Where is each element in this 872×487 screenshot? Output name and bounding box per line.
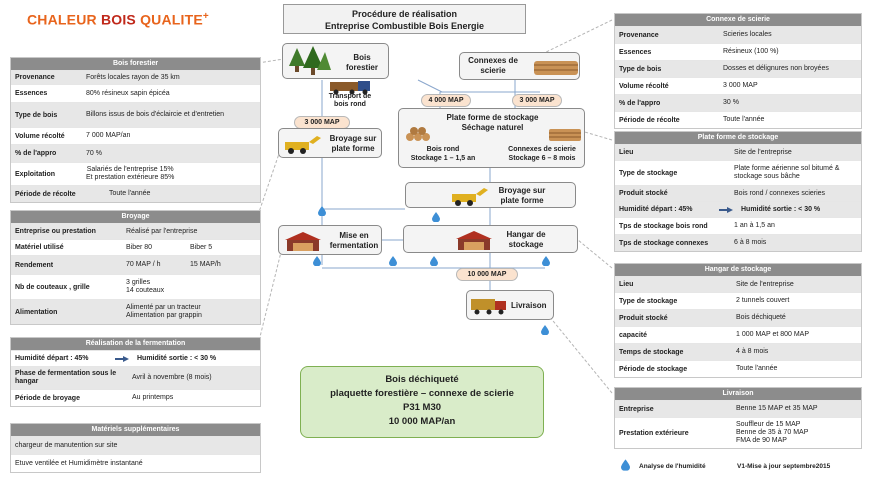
table-row: chargeur de manutention sur site [11, 436, 260, 454]
procedure-header: Procédure de réalisation Entreprise Comb… [283, 4, 526, 34]
node-fermentation: Mise en fermentation [278, 225, 382, 255]
humidity-row: Humidité départ : 45% Humidité sortie : … [11, 350, 260, 366]
badge-4000: 4 000 MAP [421, 94, 471, 107]
barn-icon [285, 232, 321, 251]
badge-3000-right: 3 000 MAP [512, 94, 562, 107]
wood-pile-icon [534, 61, 578, 75]
company-logo: CHALEUR BOIS QUALITE+ [27, 11, 209, 28]
humidity-drop-icon [318, 206, 326, 216]
arrow-right-icon [719, 206, 733, 213]
table-title: Réalisation de la fermentation [11, 338, 260, 350]
humidity-drop-icon [313, 256, 321, 266]
table-title: Livraison [615, 388, 861, 400]
humidity-drop-icon [542, 256, 550, 266]
label-transport: Transport de bois rond [328, 93, 372, 108]
node-plateforme: Plate forme de stockage Séchage naturel … [398, 108, 585, 168]
table-title: Matériels supplémentaires [11, 424, 260, 436]
table-row: Etuve ventilée et Humidimètre instantané [11, 454, 260, 472]
table-materiels: Matériels supplémentaires chargeur de ma… [10, 423, 261, 473]
table-fermentation: Réalisation de la fermentation Humidité … [10, 337, 261, 407]
node-broyage-center: Broyage sur plate forme [405, 182, 576, 208]
node-broyage-left: Broyage sur plate forme [278, 128, 382, 158]
node-hangar: Hangar de stockage [403, 225, 578, 253]
humidity-drop-icon [541, 325, 549, 335]
node-bois-forestier: Bois forestier [282, 43, 389, 79]
barn-icon [456, 231, 492, 250]
legend-analyse: Analyse de l'humidité [639, 463, 706, 470]
table-title: Connexe de scierie [615, 14, 861, 26]
humidity-drop-icon [389, 256, 397, 266]
arrow-right-icon [115, 355, 129, 362]
badge-10000: 10 000 MAP [456, 268, 518, 281]
log-pile-icon [406, 127, 430, 141]
table-title: Broyage [11, 211, 260, 223]
legend-drop-icon [621, 459, 630, 471]
table-title: Plate forme de stockage [615, 132, 861, 144]
table-title: Hangar de stockage [615, 264, 861, 276]
trees-icon [289, 46, 331, 75]
version-label: V1-Mise à jour septembre2015 [737, 463, 831, 470]
humidity-drop-icon [430, 256, 438, 266]
humidity-drop-icon [432, 212, 440, 222]
summary-box: Bois déchiqueté plaquette forestière – c… [300, 366, 544, 438]
humidity-row: Humidité départ : 45% Humidité sortie : … [615, 201, 861, 217]
board-pile-icon [549, 129, 581, 141]
node-livraison: Livraison [466, 290, 554, 320]
truck-icon [330, 81, 370, 95]
chipper-icon [452, 188, 488, 206]
chipper-icon [285, 136, 321, 154]
delivery-truck-icon [471, 299, 506, 315]
table-title: Bois forestier [11, 58, 260, 70]
node-connexes-scierie: Connexes de scierie [459, 52, 580, 80]
